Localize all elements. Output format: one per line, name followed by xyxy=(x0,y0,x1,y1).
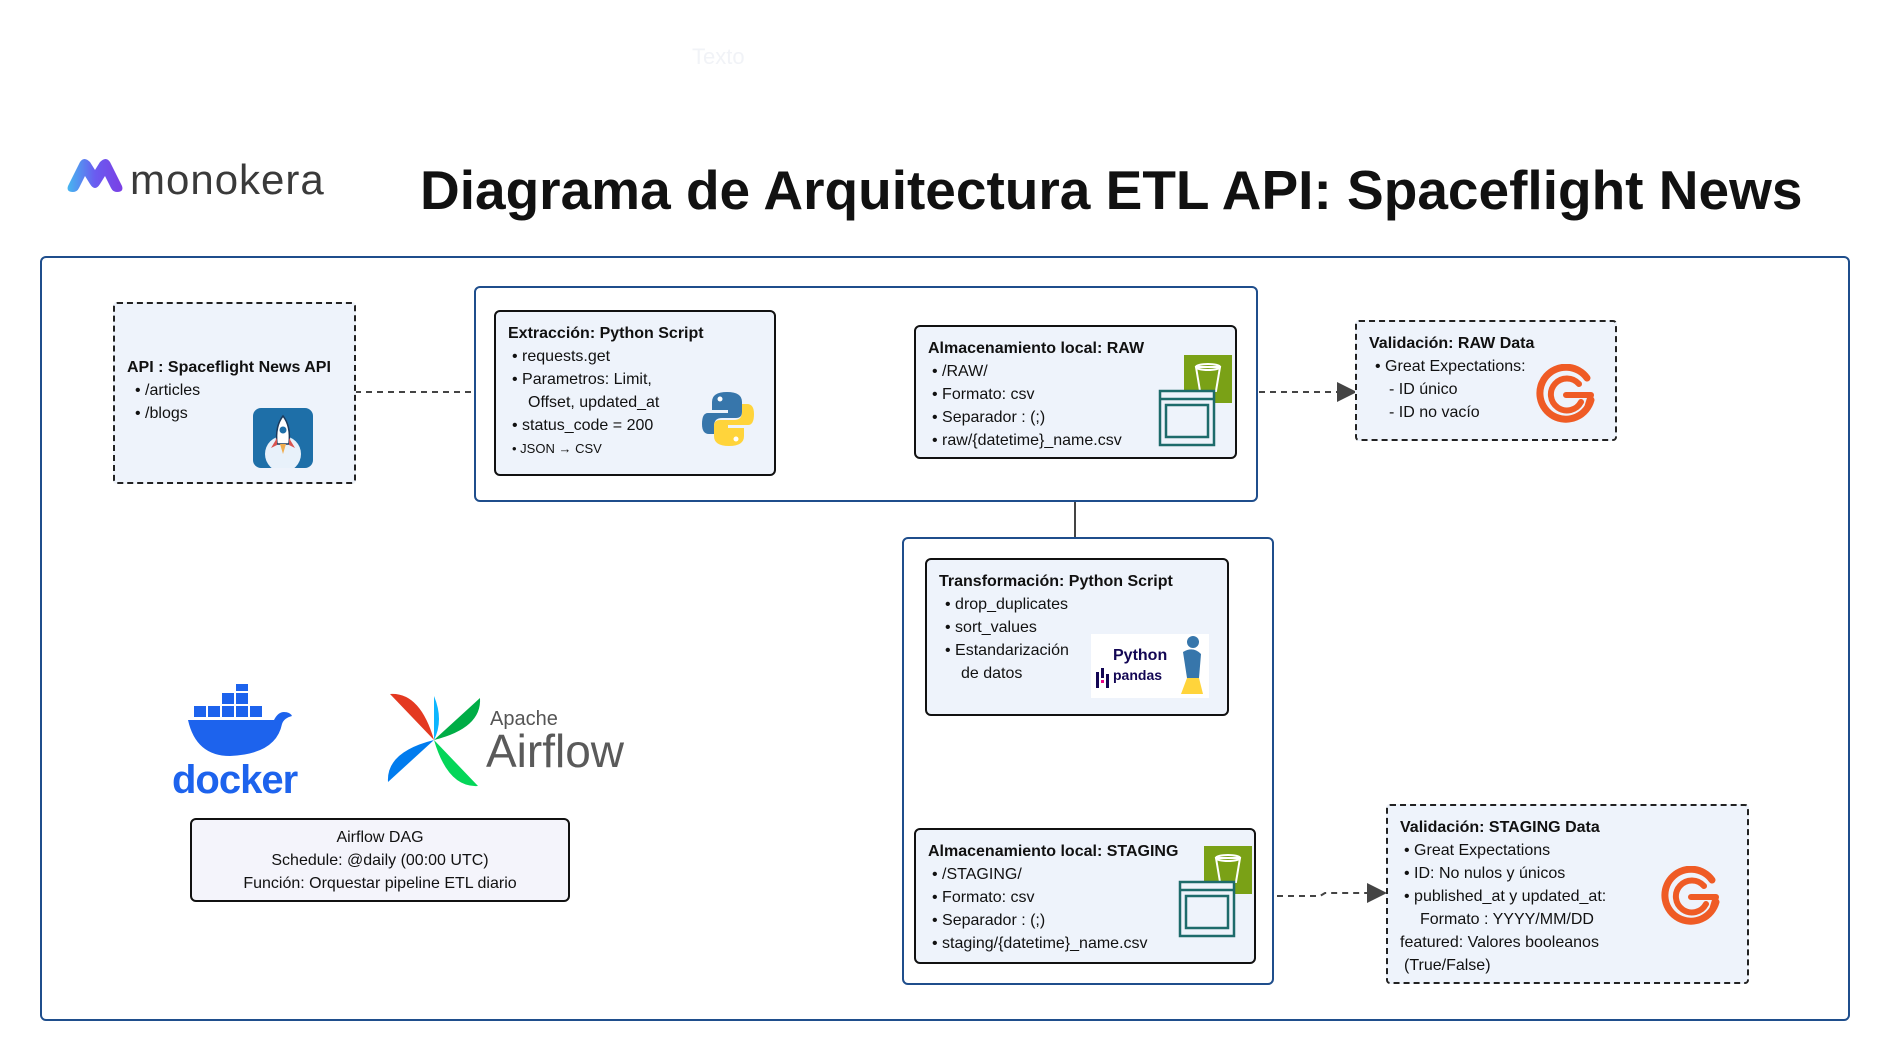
pandas-logo-pandas-text: pandas xyxy=(1113,667,1163,683)
extraction-box-title: Extracción: Python Script xyxy=(508,325,704,342)
monokera-mark-icon xyxy=(67,159,123,192)
monokera-logo: monokera xyxy=(64,152,354,208)
docker-whale-icon xyxy=(188,684,292,756)
airflow-pinwheel-icon xyxy=(387,693,481,787)
airflow-dag-function: Función: Orquestar pipeline ETL diario xyxy=(243,875,517,892)
list-item: de datos xyxy=(961,665,1023,682)
list-item: published_at y updated_at: xyxy=(1400,885,1735,908)
api-box-title: API : Spaceflight News API xyxy=(127,359,331,376)
list-item: /STAGING/ xyxy=(928,863,1242,886)
transform-box-title: Transformación: Python Script xyxy=(939,573,1173,590)
storage-bucket-icon xyxy=(1178,846,1252,938)
transform-box: Transformación: Python Script drop_dupli… xyxy=(925,558,1229,716)
staging-to-validation-arrow xyxy=(1255,883,1387,903)
list-item: /blogs xyxy=(127,402,342,425)
list-item: Offset, updated_at xyxy=(528,394,660,411)
list-item: - ID único xyxy=(1389,381,1458,398)
list-item: /RAW/ xyxy=(928,360,1223,383)
list-item: JSON → CSV xyxy=(508,437,762,460)
list-item: staging/{datetime}_name.csv xyxy=(928,932,1242,955)
python-figure-icon xyxy=(1181,636,1203,694)
placeholder-text: Texto xyxy=(692,44,745,69)
docker-label: docker xyxy=(172,758,298,802)
list-item: drop_duplicates xyxy=(939,593,1215,616)
list-item: Formato: csv xyxy=(928,383,1223,406)
python-pandas-logo: Python pandas xyxy=(1091,634,1209,698)
brand-name: monokera xyxy=(130,156,325,203)
list-item: Parametros: Limit, xyxy=(508,368,762,391)
list-item: sort_values xyxy=(939,616,1215,639)
raw-storage-title: Almacenamiento local: RAW xyxy=(928,340,1145,357)
great-expectations-icon xyxy=(1661,866,1720,925)
raw-storage-box: Almacenamiento local: RAW /RAW/ Formato:… xyxy=(914,325,1237,459)
list-item: Separador : (;) xyxy=(928,909,1242,932)
pandas-bars-icon xyxy=(1096,668,1109,688)
list-item: - ID no vacío xyxy=(1389,404,1480,421)
great-expectations-icon xyxy=(1536,364,1595,423)
api-source-box: API : Spaceflight News API /articles /bl… xyxy=(113,302,356,484)
airflow-apache-label: Apache xyxy=(490,708,558,730)
list-item: ID: No nulos y únicos xyxy=(1400,862,1735,885)
list-item: Estandarización xyxy=(939,639,1215,662)
extraction-box: Extracción: Python Script requests.get P… xyxy=(494,310,776,476)
list-item: Great Expectations: xyxy=(1369,355,1603,378)
pandas-logo-python-text: Python xyxy=(1113,647,1168,664)
airflow-name-label: Airflow xyxy=(486,725,625,777)
rocket-icon xyxy=(253,408,313,468)
diagram-frame xyxy=(40,256,1850,1021)
staging-validation-box: Validación: STAGING Data Great Expectati… xyxy=(1386,804,1749,984)
raw-validation-title: Validación: RAW Data xyxy=(1369,335,1535,352)
staging-storage-title: Almacenamiento local: STAGING xyxy=(928,843,1179,860)
list-item: featured: Valores booleanos xyxy=(1400,934,1599,951)
list-item: (True/False) xyxy=(1404,957,1491,974)
airflow-dag-schedule: Schedule: @daily (00:00 UTC) xyxy=(271,852,489,869)
list-item: Great Expectations xyxy=(1400,839,1735,862)
staging-storage-box: Almacenamiento local: STAGING /STAGING/ … xyxy=(914,828,1256,964)
python-logo-icon xyxy=(702,392,754,446)
staging-validation-title: Validación: STAGING Data xyxy=(1400,819,1600,836)
list-item: requests.get xyxy=(508,345,762,368)
storage-bucket-icon xyxy=(1158,355,1232,447)
airflow-dag-box: Airflow DAG Schedule: @daily (00:00 UTC)… xyxy=(190,818,570,902)
raw-validation-box: Validación: RAW Data Great Expectations:… xyxy=(1355,320,1617,441)
list-item: Formato : YYYY/MM/DD xyxy=(1420,911,1594,928)
list-item: /articles xyxy=(127,379,342,402)
list-item: raw/{datetime}_name.csv xyxy=(928,429,1223,452)
list-item: Formato: csv xyxy=(928,886,1242,909)
airflow-dag-title: Airflow DAG xyxy=(336,829,424,846)
page-title: Diagrama de Arquitectura ETL API: Spacef… xyxy=(420,159,1803,221)
list-item: Separador : (;) xyxy=(928,406,1223,429)
list-item: status_code = 200 xyxy=(508,414,762,437)
